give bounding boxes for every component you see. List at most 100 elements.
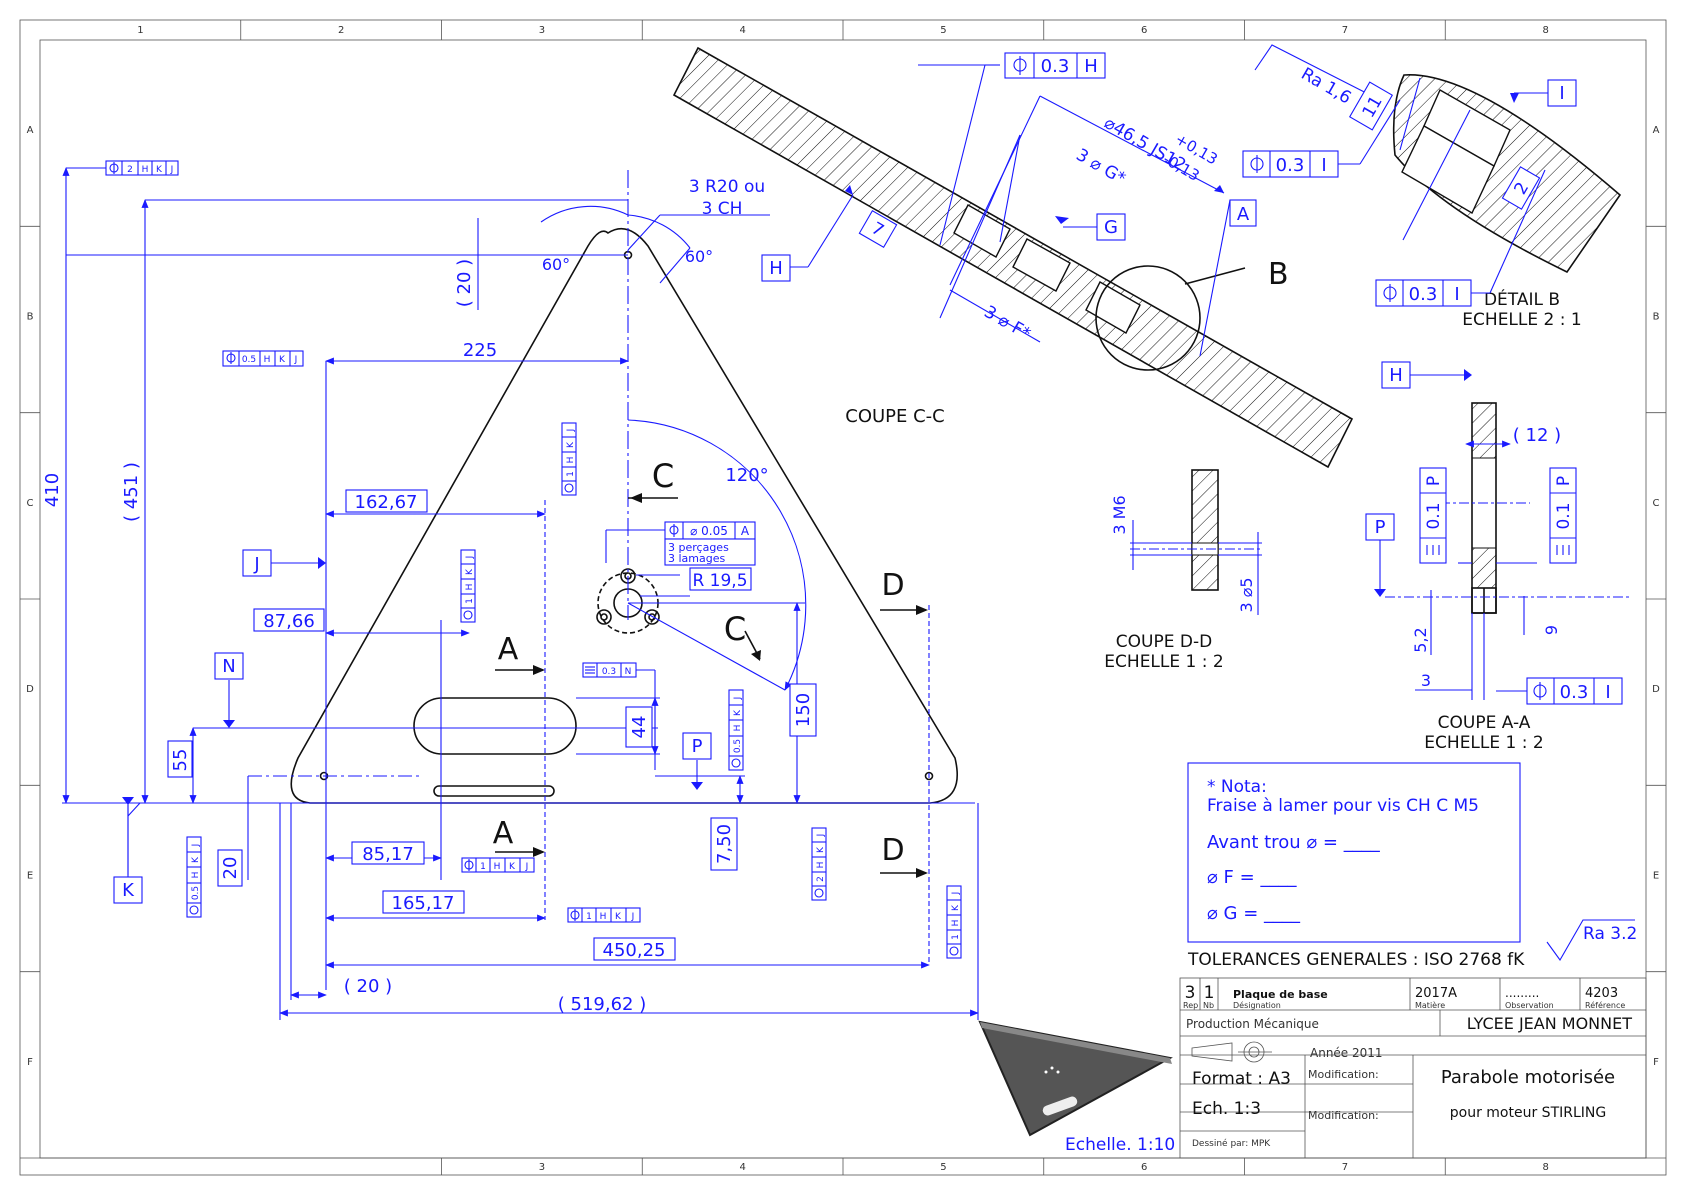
bottom-slot (433, 785, 555, 797)
svg-text:H: H (600, 912, 607, 922)
svg-text:Parabole motorisée: Parabole motorisée (1441, 1067, 1615, 1088)
svg-text:Ra 1,6: Ra 1,6 (1298, 64, 1355, 108)
svg-text:H: H (816, 862, 826, 869)
svg-text:J: J (566, 429, 576, 433)
svg-text:Rep: Rep (1183, 1001, 1198, 1010)
svg-text:3 lamages: 3 lamages (668, 552, 725, 565)
datum-markers: K J N P (113, 549, 712, 904)
svg-text:J: J (525, 862, 529, 872)
svg-text:Matière: Matière (1415, 1000, 1445, 1010)
svg-text:pour moteur STIRLING: pour moteur STIRLING (1450, 1105, 1606, 1121)
svg-text:3 perçages: 3 perçages (668, 541, 729, 554)
svg-text:K: K (279, 355, 286, 365)
svg-text:120°: 120° (725, 465, 768, 486)
zone-row-label: B (27, 312, 34, 323)
svg-text:Format : A3: Format : A3 (1192, 1069, 1291, 1089)
section-d-label: D (881, 568, 904, 603)
svg-text:J: J (631, 912, 635, 922)
svg-text:Avant trou ⌀ = ____: Avant trou ⌀ = ____ (1207, 832, 1381, 853)
svg-text:410: 410 (42, 473, 63, 507)
svg-text:162,67: 162,67 (355, 492, 418, 513)
zone-col-label: 4 (739, 1162, 745, 1173)
section-a-label: A (498, 632, 519, 667)
svg-text:2017A: 2017A (1415, 986, 1457, 1001)
svg-text:3 R20 ou: 3 R20 ou (689, 177, 765, 197)
detail-b-callout: B (1268, 257, 1289, 292)
fcf-8517: 1 H K J (461, 857, 535, 873)
svg-text:⌀ 0.05: ⌀ 0.05 (690, 524, 728, 538)
svg-text:9: 9 (1542, 625, 1561, 635)
main-dim-texts: 410 ( 451 ) ( 20 ) 60° 60° 3 R20 ou 3 CH… (42, 177, 817, 1015)
svg-text:450,25: 450,25 (603, 940, 666, 961)
svg-text:I: I (1454, 284, 1459, 305)
svg-text:85,17: 85,17 (362, 844, 414, 865)
svg-text:Fraise à lamer pour vis CH C M: Fraise à lamer pour vis CH C M5 (1207, 796, 1479, 816)
general-tolerances: TOLERANCES GENERALES : ISO 2768 fK (1187, 950, 1525, 970)
svg-text:( 20 ): ( 20 ) (454, 259, 475, 307)
svg-text:0.3: 0.3 (1041, 56, 1070, 77)
svg-text:R 19,5: R 19,5 (692, 571, 747, 591)
svg-text:J: J (170, 165, 174, 175)
svg-text:A: A (1237, 204, 1250, 225)
svg-text:0.1: 0.1 (1424, 502, 1444, 529)
plate-top-view (290, 227, 959, 804)
svg-text:4203: 4203 (1585, 986, 1618, 1001)
svg-text:3 ⌀ G*: 3 ⌀ G* (1073, 145, 1129, 189)
svg-text:5,2: 5,2 (1411, 627, 1430, 652)
svg-text:C: C (724, 610, 746, 648)
fcf-sym-n: 0.3 N (582, 662, 656, 770)
svg-text:P: P (1424, 476, 1444, 486)
svg-text:0.3: 0.3 (602, 667, 616, 677)
datum-p-top: P (692, 736, 703, 757)
svg-text:COUPE C-C: COUPE C-C (845, 406, 945, 427)
svg-text:Nb: Nb (1203, 1001, 1214, 1010)
svg-text:20: 20 (220, 857, 241, 880)
zone-col-label: 3 (539, 25, 545, 36)
datum-n: N (222, 656, 235, 677)
zone-row-label: D (1652, 684, 1660, 695)
svg-text:0.3: 0.3 (1560, 682, 1589, 703)
svg-text:H: H (1389, 365, 1403, 386)
svg-text:J: J (465, 556, 475, 560)
svg-text:Modification:: Modification: (1308, 1068, 1379, 1081)
zone-col-label: 1 (137, 25, 143, 36)
svg-text:Désignation: Désignation (1233, 1000, 1281, 1010)
svg-text:H: H (566, 457, 576, 464)
svg-text:60°: 60° (542, 255, 570, 274)
zone-row-label: F (1653, 1057, 1659, 1068)
svg-text:K: K (509, 862, 516, 872)
svg-text:I: I (1605, 682, 1610, 703)
svg-text:H: H (951, 920, 961, 927)
zone-col-label: 5 (940, 25, 946, 36)
zone-row-label: B (1653, 312, 1660, 323)
zone-row-label: E (1653, 871, 1659, 882)
fcf-left-mid: 0.5 H K J (222, 350, 304, 367)
svg-text:K: K (733, 709, 743, 716)
svg-text:P: P (1554, 476, 1574, 486)
oblong-slot (413, 697, 577, 755)
svg-text:H: H (1084, 56, 1098, 77)
svg-text:2: 2 (816, 876, 826, 882)
zone-row-label: A (27, 125, 34, 136)
section-markers: C C A A D D (493, 457, 928, 878)
svg-text:H: H (191, 872, 201, 879)
zone-row-label: A (1653, 125, 1660, 136)
section-cc: B COUPE C-C (672, 46, 1354, 469)
zone-row-label: C (27, 498, 34, 509)
fcf-vert-p: 0.5 H K J (728, 689, 744, 771)
svg-text:LYCEE JEAN MONNET: LYCEE JEAN MONNET (1467, 1014, 1632, 1033)
svg-text:Modification:: Modification: (1308, 1109, 1379, 1122)
nota-box: * Nota: Fraise à lamer pour vis CH C M5 … (1187, 762, 1521, 943)
svg-text:1: 1 (566, 471, 576, 477)
roughness-ra32: Ra 3.2 (1546, 919, 1637, 962)
fcf-top-left: 2 H K J (105, 160, 179, 176)
svg-text:Référence: Référence (1585, 1000, 1625, 1010)
svg-text:165,17: 165,17 (392, 893, 455, 914)
svg-text:3: 3 (1185, 983, 1196, 1003)
svg-text:K: K (156, 165, 163, 175)
fcf-vert-2hkj: 2 H K J (811, 827, 827, 901)
svg-text:COUPE A-A: COUPE A-A (1438, 713, 1531, 733)
svg-text:J: J (733, 697, 743, 701)
svg-text:Plaque de base: Plaque de base (1233, 988, 1328, 1001)
svg-text:0.3: 0.3 (1276, 155, 1305, 176)
